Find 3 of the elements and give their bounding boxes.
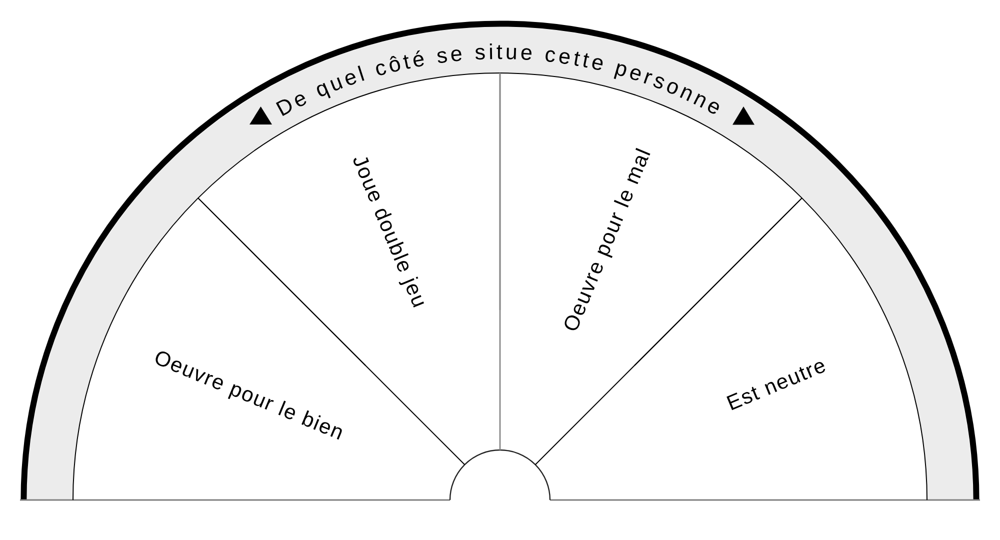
sector-label: Est neutre [724,354,831,416]
sector-label: Joue double jeu [346,152,432,312]
dial-sector [633,197,928,501]
